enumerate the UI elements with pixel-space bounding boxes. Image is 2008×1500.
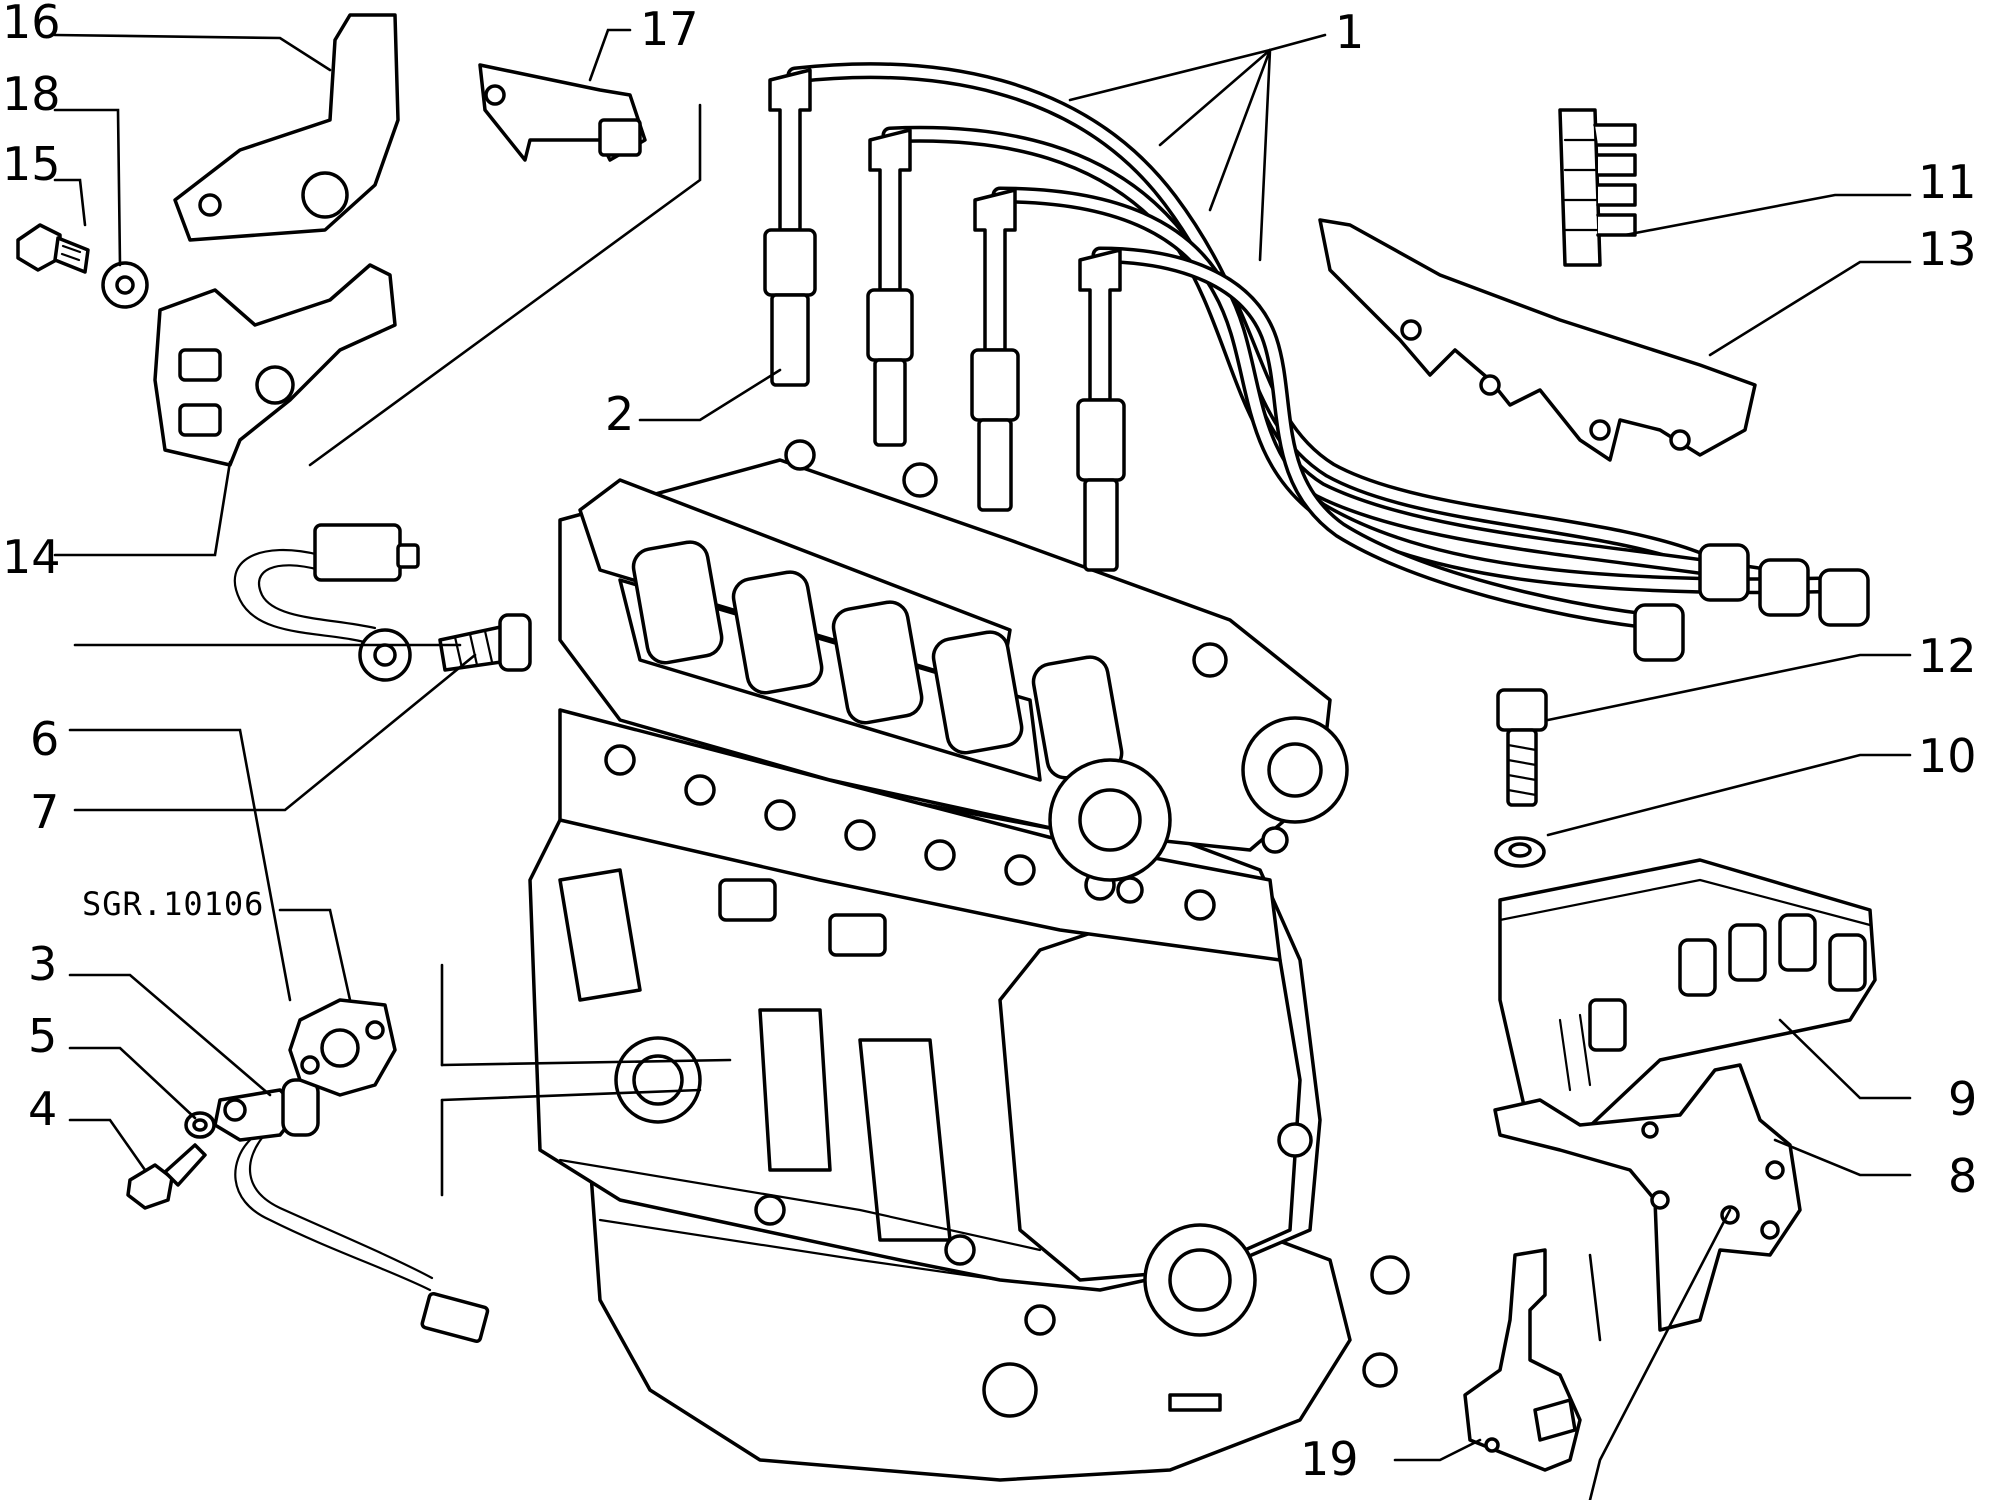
ignition-coil-9 — [1498, 858, 1877, 1142]
callout-15: 15 — [2, 137, 61, 191]
washer-5 — [184, 1111, 216, 1139]
callout-labels: 16 18 15 14 17 1 2 11 13 12 10 9 8 19 6 … — [2, 0, 1977, 1486]
bolt-7 — [438, 613, 532, 672]
washer-10 — [1494, 836, 1546, 868]
bracket-17 — [478, 63, 647, 162]
callout-11: 11 — [1918, 155, 1977, 209]
bolt-4 — [126, 1143, 207, 1210]
engine-block — [528, 708, 1410, 1482]
bracket-16 — [173, 13, 400, 242]
callout-4: 4 — [28, 1082, 57, 1136]
callout-10: 10 — [1918, 729, 1977, 783]
callout-13: 13 — [1918, 222, 1977, 276]
reference-code: SGR.10106 — [82, 885, 264, 923]
callout-12: 12 — [1918, 629, 1977, 683]
callout-6: 6 — [30, 712, 59, 766]
cable-guide-11 — [1558, 108, 1637, 267]
bolt-12 — [1496, 688, 1548, 807]
callout-9: 9 — [1948, 1072, 1977, 1126]
gasket-SGR10106 — [288, 998, 397, 1097]
bracket-14 — [153, 263, 397, 467]
callout-17: 17 — [640, 2, 699, 56]
knock-sensor-6 — [233, 523, 420, 682]
callout-5: 5 — [28, 1009, 57, 1063]
clip-19 — [1463, 1248, 1582, 1472]
callout-19: 19 — [1300, 1432, 1359, 1486]
bolt-15 — [16, 223, 90, 274]
callout-2: 2 — [605, 387, 634, 441]
leader-lines — [53, 28, 1912, 1500]
coil-bracket-8 — [1493, 1063, 1802, 1332]
spark-plug-2 — [866, 128, 914, 447]
crank-sensor-3 — [213, 1078, 490, 1344]
callout-7: 7 — [30, 785, 59, 839]
spark-plug-4 — [1076, 248, 1126, 572]
cylinder-head — [440, 439, 1349, 1197]
callout-8: 8 — [1948, 1149, 1977, 1203]
washer-18 — [101, 261, 149, 309]
callout-18: 18 — [2, 67, 61, 121]
spark-plug-3 — [970, 188, 1020, 512]
lead-bracket-13 — [1318, 218, 1757, 462]
ignition-leads — [786, 62, 1870, 662]
callout-1: 1 — [1335, 5, 1364, 59]
callout-14: 14 — [2, 530, 61, 584]
spark-plug-1 — [763, 68, 817, 387]
callout-3: 3 — [28, 937, 57, 991]
callout-16: 16 — [2, 0, 61, 49]
